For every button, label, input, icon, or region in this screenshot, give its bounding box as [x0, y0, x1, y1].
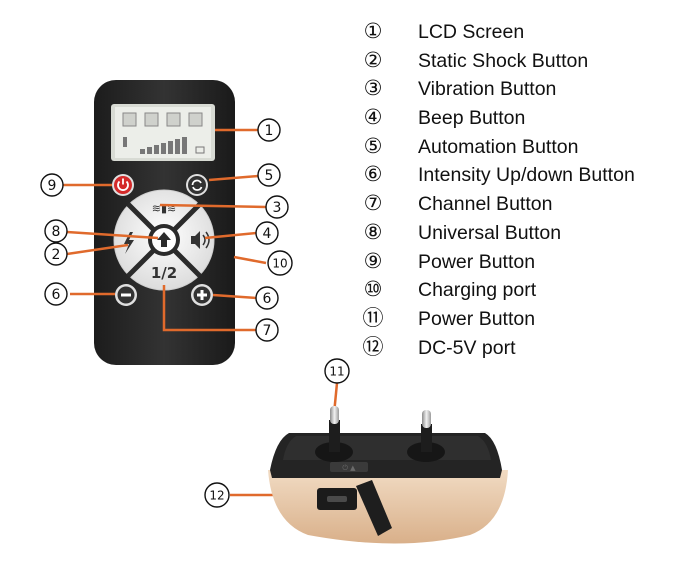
- intensity-up-button[interactable]: [191, 284, 213, 306]
- legend-number: ①: [360, 19, 386, 45]
- power-icon: ⏻ ▲: [342, 464, 356, 472]
- svg-text:11: 11: [329, 365, 344, 379]
- legend-number: ⑤: [360, 134, 386, 160]
- svg-text:9: 9: [48, 178, 57, 194]
- legend-label: Charging port: [418, 279, 536, 301]
- legend-item: ⑥ Intensity Up/down Button: [360, 161, 690, 190]
- callout-11: 11: [325, 359, 349, 383]
- svg-text:12: 12: [209, 489, 224, 503]
- legend-label: Beep Button: [418, 107, 525, 129]
- legend-item: ② Static Shock Button: [360, 47, 690, 76]
- legend-number: ④: [360, 105, 386, 131]
- legend-number: ③: [360, 76, 386, 102]
- power-button[interactable]: [112, 174, 134, 196]
- left-probe: [329, 406, 340, 452]
- callout-8: 8: [45, 220, 67, 242]
- callout-6-left: 6: [45, 283, 67, 305]
- legend-number: ⑩: [360, 277, 386, 303]
- legend-label: DC-5V port: [418, 337, 516, 359]
- legend-item: ③ Vibration Button: [360, 75, 690, 104]
- legend-item: ⑫ DC-5V port: [360, 334, 690, 363]
- legend-number: ⑥: [360, 162, 386, 188]
- svg-text:10: 10: [272, 257, 287, 271]
- right-probe: [421, 410, 432, 452]
- legend-item: ④ Beep Button: [360, 104, 690, 133]
- legend-label: Power Button: [418, 308, 535, 330]
- collar-receiver: ⏻ ▲: [268, 406, 508, 544]
- legend-label: Channel Button: [418, 193, 552, 215]
- callout-4: 4: [256, 222, 278, 244]
- svg-text:4: 4: [263, 226, 272, 242]
- legend-item: ⑤ Automation Button: [360, 133, 690, 162]
- legend-number: ⑧: [360, 220, 386, 246]
- svg-text:8: 8: [52, 224, 61, 240]
- legend-item: ⑦ Channel Button: [360, 190, 690, 219]
- svg-text:5: 5: [265, 168, 274, 184]
- legend-label: Vibration Button: [418, 78, 556, 100]
- dc-5v-port[interactable]: [317, 488, 357, 510]
- legend: ① LCD Screen ② Static Shock Button ③ Vib…: [360, 18, 690, 362]
- callout-10: 10: [268, 251, 292, 275]
- legend-item: ⑪ Power Button: [360, 305, 690, 334]
- callout-2: 2: [45, 243, 67, 265]
- collar-case: [268, 470, 508, 544]
- channel-label: 1/2: [151, 264, 177, 282]
- legend-label: Automation Button: [418, 136, 578, 158]
- callout-3: 3: [266, 196, 288, 218]
- svg-text:6: 6: [52, 287, 61, 303]
- callout-7: 7: [256, 319, 278, 341]
- legend-item: ⑧ Universal Button: [360, 219, 690, 248]
- collar-power-button[interactable]: ⏻ ▲: [330, 462, 368, 472]
- intensity-down-button[interactable]: [115, 284, 137, 306]
- legend-number: ⑪: [360, 306, 386, 332]
- legend-number: ⑨: [360, 249, 386, 275]
- callout-5: 5: [258, 164, 280, 186]
- automation-button[interactable]: [186, 174, 208, 196]
- legend-number: ⑫: [360, 335, 386, 361]
- svg-text:2: 2: [52, 247, 61, 263]
- svg-text:7: 7: [263, 323, 272, 339]
- callout-1: 1: [258, 119, 280, 141]
- legend-label: Power Button: [418, 251, 535, 273]
- svg-text:1: 1: [265, 123, 274, 139]
- minus-icon: [121, 294, 131, 297]
- svg-text:6: 6: [263, 291, 272, 307]
- callout-6-right: 6: [256, 287, 278, 309]
- channel-button[interactable]: 1/2: [151, 264, 177, 282]
- callout-12: 12: [205, 483, 229, 507]
- legend-item: ⑨ Power Button: [360, 248, 690, 277]
- legend-label: Intensity Up/down Button: [418, 164, 635, 186]
- legend-item: ① LCD Screen: [360, 18, 690, 47]
- legend-number: ⑦: [360, 191, 386, 217]
- legend-label: Universal Button: [418, 222, 561, 244]
- callout-9: 9: [41, 174, 63, 196]
- legend-item: ⑩ Charging port: [360, 276, 690, 305]
- legend-label: LCD Screen: [418, 21, 524, 43]
- lcd-screen: [111, 104, 215, 161]
- legend-number: ②: [360, 48, 386, 74]
- legend-label: Static Shock Button: [418, 50, 588, 72]
- svg-text:3: 3: [273, 200, 282, 216]
